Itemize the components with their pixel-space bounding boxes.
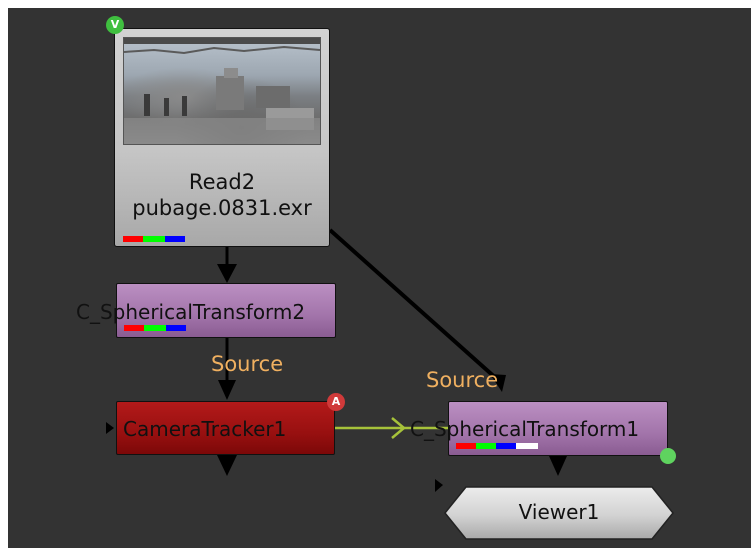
link-arrowhead [391, 417, 406, 439]
tracker-source-label: Source [211, 352, 284, 376]
arrowhead-viewer-input [549, 456, 567, 476]
spherical-transform2-label: C_SphericalTransform2 [76, 300, 306, 324]
spherical-transform1-label: C_SphericalTransform1 [410, 417, 640, 441]
channel-red [456, 443, 476, 449]
channel-blue [166, 325, 186, 331]
transform1-source-label: Source [426, 368, 499, 392]
thumbnail-image [124, 38, 320, 144]
tracker-output-arrow [217, 455, 237, 476]
arrowhead-transform2-input [217, 264, 237, 283]
channel-red [123, 236, 143, 242]
tracker-side-input [106, 422, 114, 434]
viewer-side-input [435, 479, 443, 492]
camera-tracker-label: CameraTracker1 [123, 417, 287, 441]
read-thumbnail [123, 37, 321, 145]
arrowhead-tracker-input [218, 380, 236, 400]
channel-blue [496, 443, 516, 449]
viewer-label: Viewer1 [518, 500, 600, 524]
transform1-status-dot [660, 448, 676, 464]
viewer-node[interactable] [444, 486, 674, 540]
node-graph-canvas[interactable]: Read2 pubage.0831.exr V C_SphericalTrans… [8, 8, 751, 548]
read-node-badge: V [106, 16, 124, 34]
pipe-read-to-transform1 [328, 228, 500, 382]
read-node[interactable]: Read2 pubage.0831.exr [114, 28, 330, 247]
connections-layer [106, 228, 567, 492]
camera-tracker-node[interactable] [116, 401, 335, 455]
channel-green [476, 443, 496, 449]
tracker-badge: A [327, 393, 345, 411]
channel-green [144, 325, 166, 331]
spherical-transform1-node[interactable] [448, 401, 668, 456]
read-node-file: pubage.0831.exr [132, 196, 312, 220]
arrowhead-transform1-input [490, 374, 506, 392]
spherical-transform2-node[interactable] [116, 283, 336, 338]
channel-alpha [516, 443, 538, 449]
read-node-name: Read2 [188, 170, 256, 194]
channel-green [143, 236, 165, 242]
channel-blue [165, 236, 185, 242]
channel-red [124, 325, 144, 331]
